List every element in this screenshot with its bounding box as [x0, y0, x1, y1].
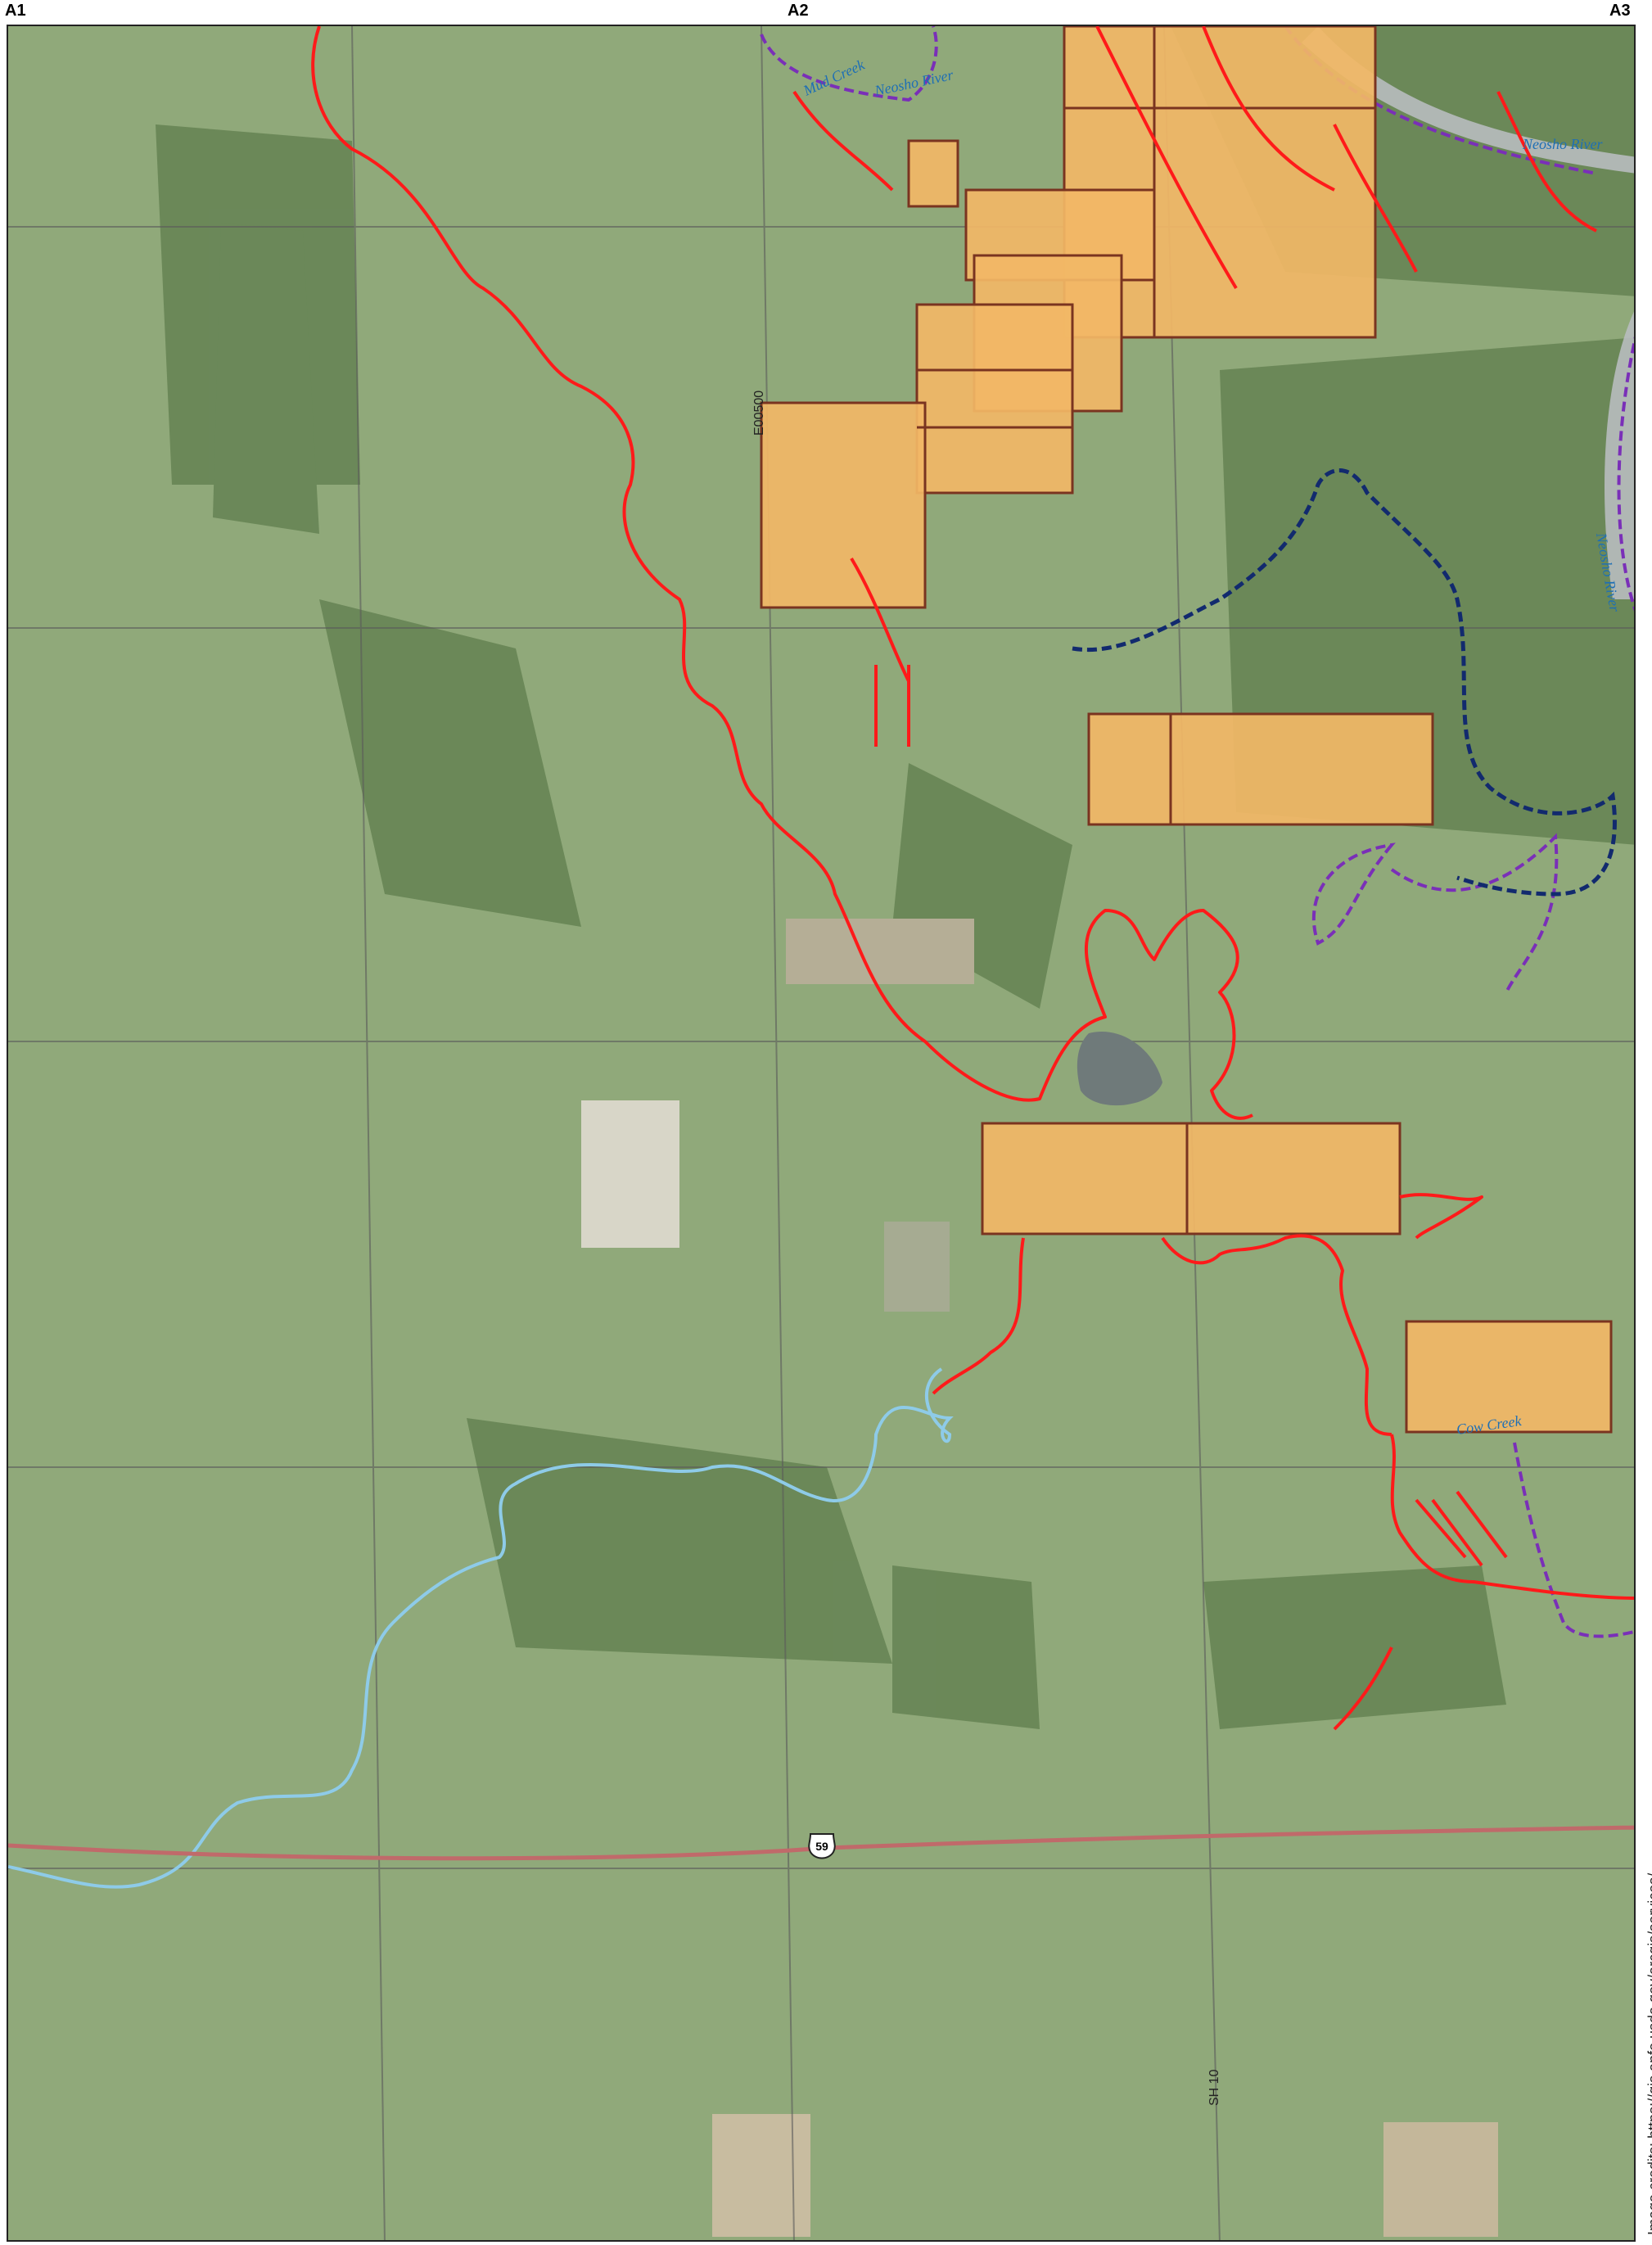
label-road-e0050: E00500 [752, 391, 766, 436]
parcel [981, 1122, 1401, 1235]
parcel-dividers [917, 26, 1375, 1234]
label-neosho-river-2: Neosho River [1522, 136, 1603, 152]
map-canvas[interactable]: Mud Creek Neosho River Neosho River Neos… [8, 26, 1636, 2242]
field-patches [581, 919, 1498, 2237]
neosho-river-channel [1302, 26, 1634, 174]
parcels [760, 26, 1613, 1434]
bare-field [712, 2114, 810, 2237]
image-credits: Image credits: https://gis.apfo.usda.gov… [1626, 1703, 1652, 2235]
parcel [907, 139, 959, 208]
image-credits-text: Image credits: https://gis.apfo.usda.gov… [1645, 1872, 1652, 2235]
parcel [915, 303, 1074, 495]
label-road-sh10: SH 10 [1207, 2069, 1221, 2106]
parcel [1405, 1320, 1613, 1434]
grid-label-a1: A1 [5, 2, 26, 20]
map-frame[interactable]: Mud Creek Neosho River Neosho River Neos… [7, 25, 1636, 2242]
pond [1077, 1032, 1162, 1106]
bare-field [581, 1100, 679, 1248]
creek-light-blue [8, 1367, 954, 1889]
flood-boundary [311, 26, 1634, 1731]
us59-shield-number: 59 [815, 1840, 828, 1853]
parcel [1087, 712, 1434, 826]
road-grid [8, 26, 1634, 2240]
bare-field [1383, 2122, 1498, 2237]
grid-label-a2: A2 [788, 2, 809, 20]
bare-field [786, 919, 974, 984]
parcel [760, 401, 927, 609]
us59-shield: 59 [808, 1833, 836, 1859]
bare-field [884, 1222, 950, 1312]
grid-label-a3: A3 [1609, 2, 1631, 20]
river-navy-dashed [1072, 468, 1617, 897]
us-highway-shield-icon [808, 1833, 836, 1859]
